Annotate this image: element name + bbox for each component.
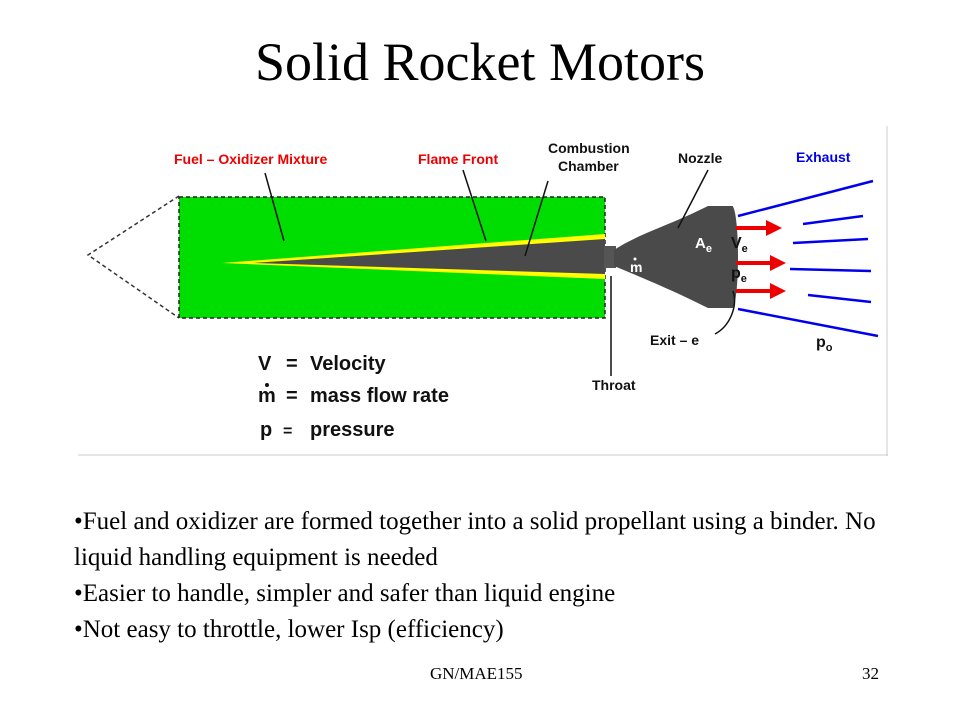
exhaust-velocity-arrows	[736, 220, 786, 299]
nose-cone-outline	[86, 195, 180, 319]
combustion-label-line1: Combustion	[548, 140, 630, 156]
po-symbol: po	[816, 334, 833, 354]
exit-label: Exit – e	[650, 332, 699, 348]
combustion-chamber-zone	[253, 239, 605, 274]
flame-front-label: Flame Front	[418, 151, 498, 167]
throat-label: Throat	[592, 377, 636, 393]
mdot-symbol: m	[630, 259, 642, 275]
throat-section	[604, 246, 616, 268]
legend-symbol-mass-flow: m	[258, 385, 276, 407]
exhaust-line-4	[789, 267, 872, 273]
rocket-diagram: Fuel – Oxidizer Mixture Flame Front Comb…	[78, 126, 888, 456]
bullet-item: •Easier to handle, simpler and safer tha…	[74, 580, 616, 607]
exhaust-line-3	[792, 237, 869, 245]
legend-symbol-velocity: V	[258, 353, 272, 375]
legend-eq-mass-flow: =	[286, 385, 298, 407]
nozzle-label: Nozzle	[678, 150, 723, 166]
mdot-dot	[633, 257, 637, 261]
exit-pointer	[714, 290, 736, 335]
legend-eq-pressure: =	[283, 423, 292, 440]
footer-course: GN/MAE155	[430, 664, 523, 683]
exhaust-arrow-top-head	[766, 220, 782, 236]
nozzle-exit-rim	[726, 206, 738, 308]
exhaust-line-1	[737, 179, 874, 218]
legend-text-mass-flow: mass flow rate	[310, 385, 449, 407]
variable-legend: V = Velocity m = mass flow rate p = pres…	[258, 353, 449, 441]
flame-front-pointer	[462, 169, 487, 242]
exhaust-label: Exhaust	[796, 149, 851, 165]
exhaust-line-2	[802, 214, 864, 226]
legend-mdot-dot	[265, 383, 269, 387]
bullet-list: •Fuel and oxidizer are formed together i…	[74, 504, 894, 648]
bullet-item: •Fuel and oxidizer are formed together i…	[74, 508, 876, 571]
ae-symbol: Ae	[695, 235, 712, 255]
exhaust-arrow-mid-head	[770, 255, 786, 271]
rocket-diagram-svg: Fuel – Oxidizer Mixture Flame Front Comb…	[78, 126, 888, 456]
ve-symbol: Ve	[731, 235, 748, 255]
legend-text-velocity: Velocity	[310, 353, 386, 375]
legend-text-pressure: pressure	[310, 419, 395, 441]
exhaust-line-5	[807, 293, 872, 304]
footer-page-number: 32	[862, 664, 879, 683]
slide-title: Solid Rocket Motors	[254, 32, 705, 92]
nozzle-shape	[614, 206, 733, 308]
exhaust-arrow-bottom-head	[770, 283, 786, 299]
pe-symbol: pe	[731, 265, 747, 285]
nozzle-pointer	[677, 169, 709, 229]
legend-eq-velocity: =	[286, 353, 298, 375]
combustion-label-line2: Chamber	[558, 158, 619, 174]
label-pointers	[264, 169, 736, 376]
combustion-chamber-pointer	[524, 180, 549, 257]
fuel-oxidizer-pointer	[264, 172, 285, 242]
exhaust-line-6	[737, 307, 879, 338]
exhaust-plume-lines	[737, 179, 879, 338]
fuel-oxidizer-label: Fuel – Oxidizer Mixture	[174, 151, 327, 167]
bullet-item: •Not easy to throttle, lower Isp (effici…	[74, 616, 504, 643]
legend-symbol-pressure: p	[260, 419, 272, 441]
